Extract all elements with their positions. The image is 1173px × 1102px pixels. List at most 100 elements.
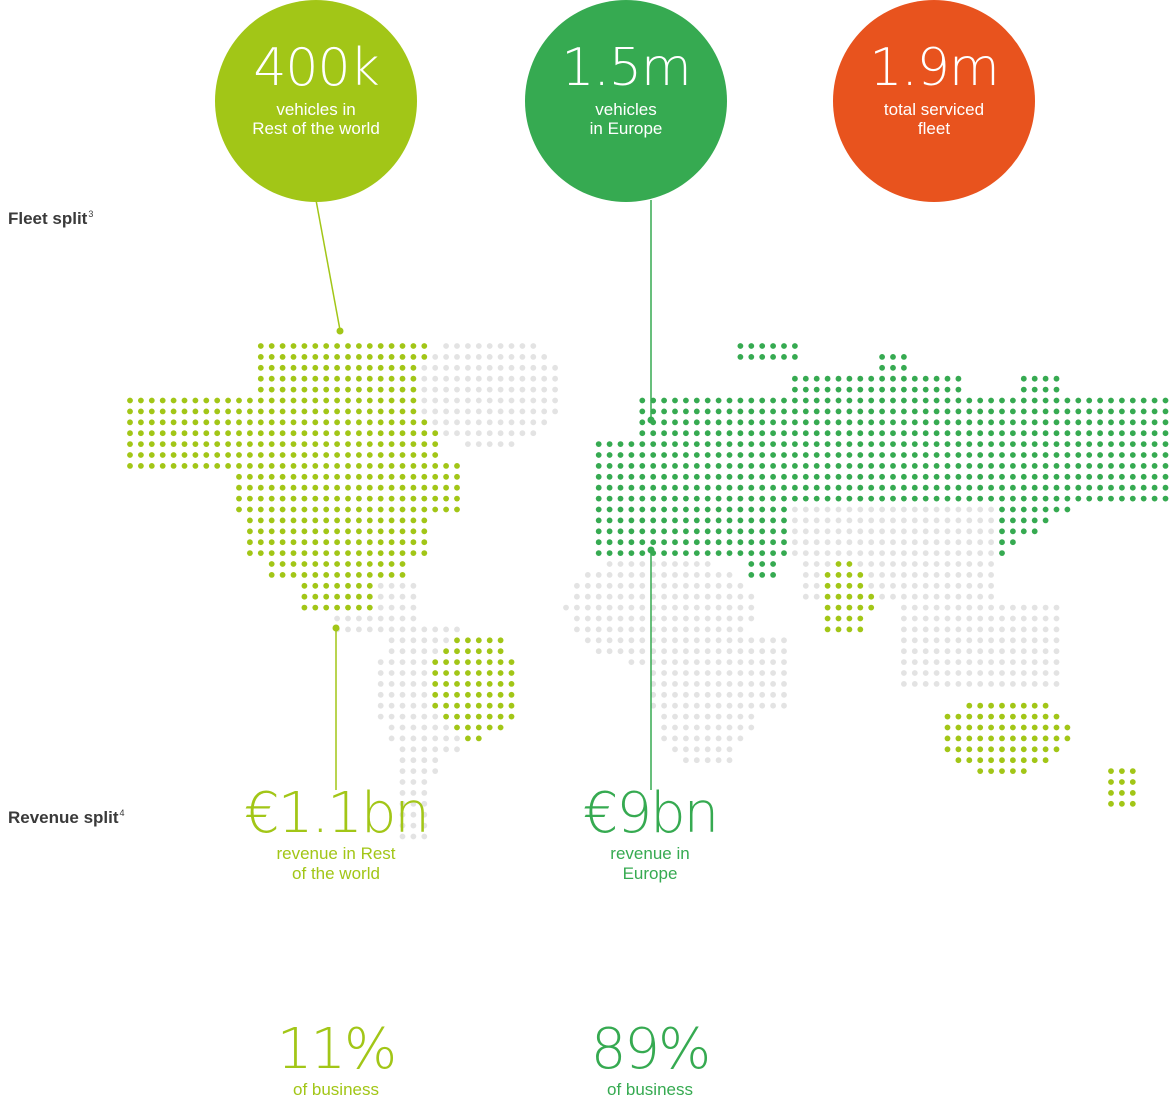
map-dot-512 (792, 430, 798, 437)
map-dot-3 (290, 343, 297, 349)
map-dot-1321 (334, 561, 340, 567)
map-dot-1573 (835, 615, 842, 622)
map-dot-1228 (672, 539, 678, 546)
map-dot-369 (1140, 408, 1147, 415)
map-dot-1291 (748, 550, 755, 556)
map-dot-1700 (661, 648, 667, 655)
map-dot-54 (508, 354, 515, 360)
map-dot-1791 (737, 670, 744, 676)
map-dot-155 (356, 386, 362, 393)
map-dot-1416 (399, 582, 406, 589)
map-dot-496 (519, 430, 526, 437)
map-dot-1753 (770, 659, 776, 665)
map-dot-1177 (748, 528, 755, 535)
map-dot-1959 (693, 724, 700, 731)
map-dot-513 (802, 430, 809, 437)
map-dot-1467 (617, 593, 624, 600)
map-dot-775 (901, 463, 907, 469)
map-dot-1640 (410, 637, 417, 644)
map-dot-233 (552, 397, 558, 404)
map-dot-1774 (421, 670, 428, 676)
map-dot-1327 (399, 561, 406, 567)
map-dot-768 (824, 463, 831, 469)
map-dot-41 (366, 354, 373, 360)
map-dot-807 (312, 473, 319, 480)
map-dot-323 (639, 408, 646, 415)
map-dot-205 (247, 397, 253, 404)
map-dot-438 (933, 419, 940, 426)
map-dot-1524 (726, 604, 733, 611)
map-dot-691 (901, 452, 907, 458)
map-dot-461 (138, 430, 144, 437)
map-dot-1867 (672, 691, 678, 698)
map-dot-2013 (683, 746, 689, 753)
map-dot-924 (911, 484, 918, 491)
map-dot-1904 (966, 702, 973, 709)
map-dot-1818 (454, 681, 460, 687)
map-dot-1535 (933, 604, 940, 611)
map-dot-791 (1075, 463, 1082, 469)
map-dot-1382 (693, 572, 700, 578)
map-dot-1549 (356, 615, 362, 622)
map-dot-635 (138, 452, 144, 458)
map-dot-1309 (944, 550, 951, 556)
map-dot-689 (879, 452, 885, 458)
map-dot-252 (835, 397, 842, 404)
map-dot-733 (312, 463, 319, 469)
map-dot-1030 (323, 506, 330, 513)
map-dot-193 (1053, 386, 1060, 393)
map-dot-1198 (977, 528, 984, 535)
map-dot-274 (1075, 397, 1082, 404)
map-dot-1669 (911, 637, 918, 644)
map-dot-1038 (410, 506, 417, 513)
map-dot-882 (323, 484, 330, 491)
map-dot-47 (432, 354, 439, 360)
map-dot-2048 (410, 768, 417, 774)
map-dot-1397 (890, 572, 896, 578)
map-dot-1507 (399, 604, 406, 611)
map-dot-1233 (726, 539, 733, 546)
map-dot-453 (1097, 419, 1103, 426)
map-dot-897 (617, 484, 624, 491)
map-dot-567 (345, 441, 351, 447)
map-dot-1604 (584, 626, 591, 633)
map-dot-727 (247, 463, 253, 469)
map-dot-1821 (486, 681, 493, 687)
map-dot-1638 (388, 637, 395, 644)
map-dot-1856 (421, 691, 428, 698)
map-dot-838 (781, 473, 787, 480)
map-dot-652 (323, 452, 330, 458)
map-dot-1632 (999, 626, 1005, 633)
connector-revenue-europe-dot (647, 546, 655, 554)
map-dot-1736 (475, 659, 482, 665)
map-dot-598 (781, 441, 787, 447)
map-dot-24 (530, 343, 537, 349)
map-dot-1686 (421, 648, 428, 655)
map-dot-1380 (672, 572, 678, 578)
map-dot-192 (1042, 386, 1049, 393)
map-dot-272 (1053, 397, 1060, 404)
map-dot-1637 (1053, 626, 1060, 633)
map-dot-969 (595, 495, 602, 502)
map-dot-49 (454, 354, 460, 360)
map-dot-1409 (323, 582, 330, 589)
map-dot-1294 (781, 550, 787, 556)
map-dot-1660 (704, 637, 711, 644)
map-dot-353 (966, 408, 973, 415)
map-dot-1536 (944, 604, 951, 611)
map-dot-1422 (617, 582, 624, 589)
map-dot-815 (399, 473, 406, 480)
map-dot-258 (901, 397, 907, 404)
map-dot-741 (399, 463, 406, 469)
map-dot-57 (541, 354, 548, 360)
map-dot-171 (530, 386, 537, 393)
map-dot-1875 (759, 691, 766, 698)
map-dot-2056 (1108, 768, 1114, 774)
map-dot-1914 (399, 713, 406, 720)
map-dot-1131 (890, 517, 896, 524)
map-dot-718 (148, 463, 155, 469)
map-dot-947 (1162, 484, 1169, 491)
map-dot-600 (802, 441, 809, 447)
map-dot-239 (693, 397, 700, 404)
map-dot-1730 (410, 659, 417, 665)
